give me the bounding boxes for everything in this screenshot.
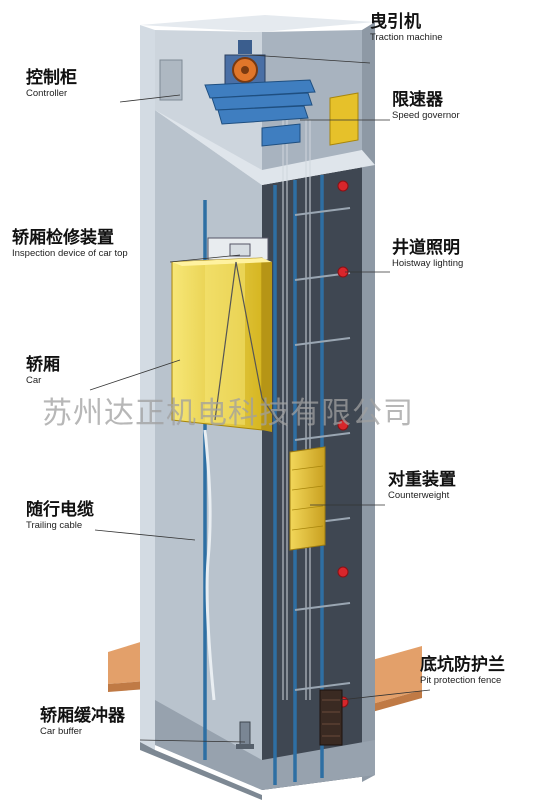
label-controller-en: Controller	[26, 88, 68, 99]
speed-governor	[329, 92, 359, 146]
hoist-ropes	[282, 120, 311, 700]
label-hoistway-lighting: 井道照明 Hoistway lighting	[392, 238, 463, 270]
label-hoistway-lighting-zh: 井道照明	[392, 238, 460, 258]
label-controller: 控制柜 Controller	[26, 68, 77, 100]
label-traction-machine-en: Traction machine	[370, 32, 443, 43]
label-trailing-cable-en: Trailing cable	[26, 520, 83, 531]
pit-protection-fence	[319, 689, 343, 746]
label-counterweight-zh: 对重装置	[388, 470, 456, 490]
label-traction-machine-zh: 曳引机	[370, 12, 421, 32]
machine-frame	[204, 79, 316, 147]
leader-lines	[89, 54, 431, 743]
label-speed-governor: 限速器 Speed governor	[392, 90, 460, 122]
car-top-inspection-device	[207, 237, 269, 261]
label-trailing-cable-zh: 随行电缆	[26, 500, 94, 520]
label-speed-governor-zh: 限速器	[392, 90, 443, 110]
label-counterweight-en: Counterweight	[388, 490, 450, 501]
floor-slab-right	[372, 646, 422, 712]
label-pit-protection-fence: 底坑防护兰 Pit protection fence	[420, 655, 505, 687]
label-traction-machine: 曳引机 Traction machine	[370, 12, 443, 44]
label-trailing-cable: 随行电缆 Trailing cable	[26, 500, 94, 532]
elevator-car	[171, 257, 281, 432]
counterweight	[289, 446, 326, 551]
car-buffer	[236, 721, 254, 749]
label-inspection-device-zh: 轿厢检修装置	[12, 228, 114, 248]
traction-machine	[224, 40, 266, 86]
trailing-cable-line	[203, 429, 216, 701]
label-pit-protection-fence-en: Pit protection fence	[420, 675, 502, 686]
label-inspection-device: 轿厢检修装置 Inspection device of car top	[12, 228, 128, 260]
watermark-text: 苏州达正机电科技有限公司	[42, 396, 414, 431]
controller-cabinet	[159, 59, 183, 101]
label-controller-zh: 控制柜	[26, 68, 77, 88]
label-speed-governor-en: Speed governor	[392, 110, 460, 121]
label-car-buffer: 轿厢缓冲器 Car buffer	[40, 706, 125, 738]
label-inspection-device-en: Inspection device of car top	[12, 248, 128, 259]
label-car-en: Car	[26, 375, 42, 386]
label-counterweight: 对重装置 Counterweight	[388, 470, 456, 502]
label-pit-protection-fence-zh: 底坑防护兰	[420, 655, 505, 675]
label-hoistway-lighting-en: Hoistway lighting	[392, 258, 464, 269]
label-car: 轿厢 Car	[26, 355, 60, 387]
label-car-zh: 轿厢	[26, 355, 60, 375]
label-car-buffer-zh: 轿厢缓冲器	[40, 706, 125, 726]
label-car-buffer-en: Car buffer	[40, 726, 83, 737]
